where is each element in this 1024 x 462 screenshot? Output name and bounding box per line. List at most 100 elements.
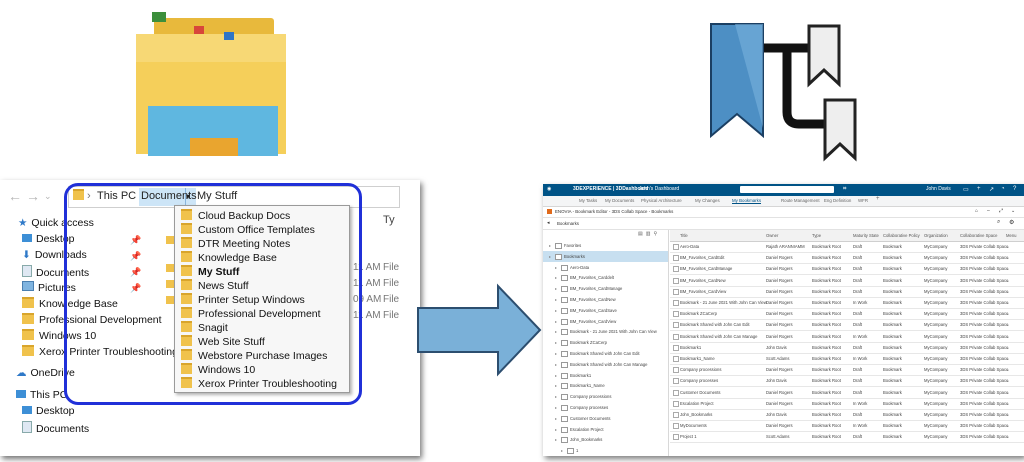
notifications-icon[interactable]: ◔: [1001, 186, 1005, 192]
menu-item-dtr-meeting-notes[interactable]: DTR Meeting Notes: [177, 237, 347, 251]
sidebar-item-this-pc[interactable]: This PC: [16, 389, 67, 401]
row-menu-icon[interactable]: ⌄: [1006, 266, 1010, 272]
row-menu-icon[interactable]: ⌄: [1006, 344, 1010, 350]
add-tab-icon[interactable]: +: [876, 196, 880, 202]
sidebar-item-documents-2[interactable]: Documents: [22, 421, 89, 435]
tree-item[interactable]: ▸1: [543, 445, 668, 456]
tab-physical-architecture[interactable]: Physical Architecture: [641, 198, 682, 203]
column-header-type[interactable]: Ty: [383, 214, 395, 226]
tree-item[interactable]: ▸Bookmark1_Name: [543, 380, 668, 391]
row-checkbox[interactable]: [673, 412, 679, 418]
tree-item[interactable]: ▸Bookmark Shared with John Can Manage: [543, 359, 668, 370]
menu-item-web-site-stuff[interactable]: Web Site Stuff: [177, 335, 347, 349]
tree-item[interactable]: ▸Aero-Data: [543, 262, 668, 273]
expand-caret-icon[interactable]: ▸: [555, 329, 558, 335]
row-menu-icon[interactable]: ⌄: [1006, 367, 1010, 373]
row-checkbox[interactable]: [673, 333, 679, 340]
menu-item-my-stuff[interactable]: My Stuff: [177, 265, 347, 279]
back-arrow-icon[interactable]: ←: [8, 188, 22, 204]
expand-caret-icon[interactable]: ▸: [555, 286, 558, 292]
row-menu-icon[interactable]: ⌄: [1006, 389, 1010, 395]
column-header[interactable]: Owner: [766, 233, 779, 238]
expand-caret-icon[interactable]: ▸: [555, 383, 558, 389]
user-name[interactable]: John Davis: [926, 186, 951, 192]
row-checkbox[interactable]: [673, 400, 679, 407]
expand-caret-icon[interactable]: ▸: [549, 243, 552, 248]
row-checkbox[interactable]: [673, 311, 679, 318]
tab-my-changes[interactable]: My Changes: [695, 198, 720, 203]
expand-caret-icon[interactable]: ▸: [555, 275, 558, 281]
sidebar-item-windows-10[interactable]: Windows 10: [22, 329, 96, 344]
expand-caret-icon[interactable]: ▸: [555, 405, 558, 410]
row-menu-icon[interactable]: ⌄: [1006, 333, 1010, 339]
sidebar-item-xerox-printer[interactable]: Xerox Printer Troubleshooting: [22, 345, 178, 360]
tree-item[interactable]: ▸Bookmark1: [543, 370, 668, 381]
column-header[interactable]: Collaborative Policy: [883, 233, 920, 238]
search-icon[interactable]: ⌕: [997, 219, 1001, 225]
tree-item[interactable]: ▸Bookmarks: [543, 250, 668, 262]
pin-icon[interactable]: 📌: [130, 283, 142, 293]
tree-item[interactable]: ▸Bookmark ZCaCerp: [543, 337, 668, 348]
chevron-down-icon[interactable]: ▾: [186, 192, 191, 201]
row-checkbox[interactable]: [673, 300, 679, 306]
tree-item[interactable]: ▸Customer Documents: [543, 413, 668, 424]
breadcrumb-my-stuff[interactable]: My Stuff: [197, 190, 238, 202]
breadcrumb-dropdown-toggle[interactable]: [185, 188, 196, 206]
chevron-down-icon[interactable]: ⌄: [44, 191, 52, 201]
pin-icon[interactable]: 📌: [130, 267, 142, 277]
expand-caret-icon[interactable]: ▸: [555, 297, 558, 302]
row-menu-icon[interactable]: ⌄: [1006, 356, 1010, 361]
tree-item[interactable]: ▸BM_Favorites_CardView: [543, 316, 668, 327]
column-header[interactable]: Menu: [1006, 233, 1017, 238]
expand-caret-icon[interactable]: ▸: [555, 351, 558, 356]
row-checkbox[interactable]: [673, 367, 679, 374]
row-checkbox[interactable]: [673, 378, 679, 385]
expand-caret-icon[interactable]: ▸: [561, 448, 564, 454]
address-bar[interactable]: › This PC Documents ▾ My Stuff: [68, 186, 400, 208]
row-checkbox[interactable]: [673, 423, 679, 430]
expand-caret-icon[interactable]: ▸: [549, 253, 552, 259]
tree-expand-icon[interactable]: ▥: [645, 231, 651, 237]
expand-caret-icon[interactable]: ▸: [555, 318, 558, 324]
tree-item[interactable]: ▸Company processes: [543, 402, 668, 413]
row-checkbox[interactable]: [673, 322, 679, 329]
chevron-down-icon[interactable]: ⌄: [1011, 208, 1016, 214]
sidebar-item-professional-development[interactable]: Professional Development: [22, 313, 162, 328]
row-checkbox[interactable]: [673, 356, 679, 362]
menu-item-knowledge-base[interactable]: Knowledge Base: [177, 251, 347, 265]
menu-item-snagit[interactable]: Snagit: [177, 321, 347, 335]
row-menu-icon[interactable]: ⌄: [1006, 423, 1010, 429]
expand-caret-icon[interactable]: ▸: [555, 361, 558, 367]
back-arrow-icon[interactable]: ◂: [547, 220, 550, 226]
share-icon[interactable]: ↗: [989, 187, 995, 193]
row-checkbox[interactable]: [673, 434, 679, 441]
column-header[interactable]: Organization: [924, 233, 948, 238]
table-row[interactable]: Bookmark - 21 June 2021 With John Can Vi…: [670, 297, 1024, 309]
menu-item-printer-setup-windows[interactable]: Printer Setup Windows: [177, 293, 347, 307]
sidebar-item-quick-access[interactable]: ★Quick access: [18, 217, 94, 229]
row-checkbox[interactable]: [673, 389, 679, 396]
settings-icon[interactable]: ⚙: [1009, 220, 1015, 226]
tab-my-bookmarks[interactable]: My Bookmarks: [732, 198, 762, 204]
row-menu-icon[interactable]: ⌄: [1006, 288, 1010, 294]
column-header[interactable]: Type: [812, 233, 822, 238]
row-menu-icon[interactable]: ⌄: [1006, 311, 1010, 317]
tab-my-tasks[interactable]: My Tasks: [579, 198, 598, 203]
tab-my-documents[interactable]: My Documents: [605, 198, 635, 203]
tab-wfr[interactable]: WFR: [858, 198, 868, 203]
column-header[interactable]: Title: [680, 233, 688, 238]
tree-item[interactable]: ▸Company processions: [543, 391, 668, 402]
tree-item[interactable]: ▸BM_Favorites_CardSave: [543, 305, 668, 316]
breadcrumb-documents[interactable]: Documents: [141, 190, 197, 202]
